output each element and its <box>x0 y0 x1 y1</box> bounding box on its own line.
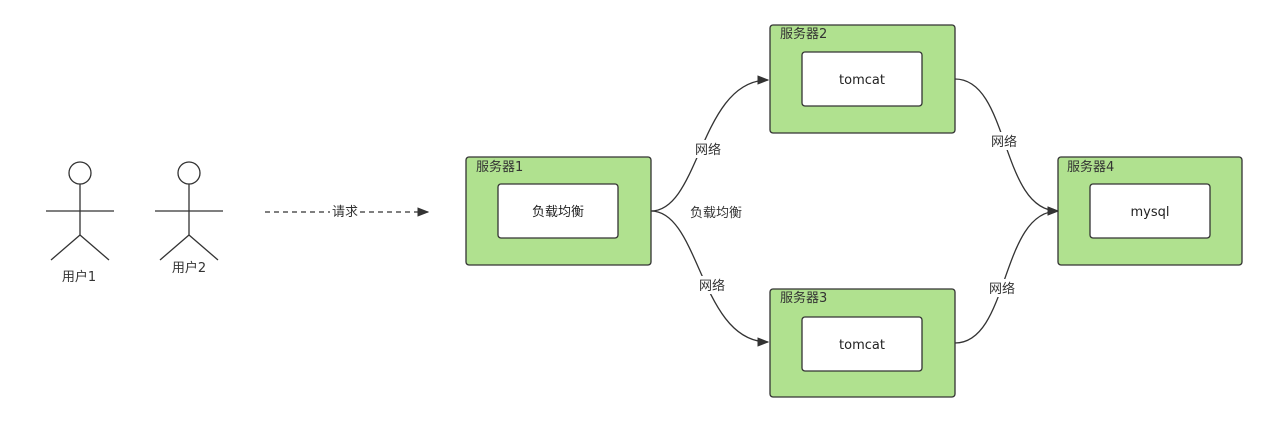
server-2-inner-box <box>801 51 923 107</box>
server-4-inner-label: mysql <box>1131 205 1170 220</box>
edge-label-load-balance: 负载均衡 <box>690 206 742 221</box>
edge-label-net-s2-s4: 网络 <box>991 134 1017 150</box>
user-2-label: 用户2 <box>172 260 206 276</box>
server-3-inner-label: tomcat <box>839 338 885 353</box>
server-1-inner-box <box>497 183 619 239</box>
server-2: 服务器2 tomcat <box>769 24 956 134</box>
edge-label-net-s1-s3: 网络 <box>699 278 725 294</box>
server-4: 服务器4 mysql <box>1057 156 1243 266</box>
user-1-label: 用户1 <box>62 269 96 285</box>
user-1-actor <box>46 161 114 261</box>
request-label: 请求 <box>332 205 358 220</box>
server-1: 服务器1 负载均衡 <box>465 156 652 266</box>
server-3-inner-box <box>801 316 923 372</box>
server-3: 服务器3 tomcat <box>769 288 956 398</box>
server-2-inner-label: tomcat <box>839 73 885 88</box>
server-1-inner-label: 负载均衡 <box>532 205 584 220</box>
edge-label-net-s3-s4: 网络 <box>989 281 1015 297</box>
server-3-title: 服务器3 <box>780 290 827 306</box>
user-2-actor <box>155 161 223 261</box>
edge-label-net-s1-s2: 网络 <box>695 142 721 158</box>
server-1-title: 服务器1 <box>476 159 523 175</box>
server-2-title: 服务器2 <box>780 26 827 42</box>
server-4-inner-box <box>1089 183 1211 239</box>
server-4-title: 服务器4 <box>1067 159 1114 175</box>
edge-s3-s4 <box>954 206 1060 344</box>
